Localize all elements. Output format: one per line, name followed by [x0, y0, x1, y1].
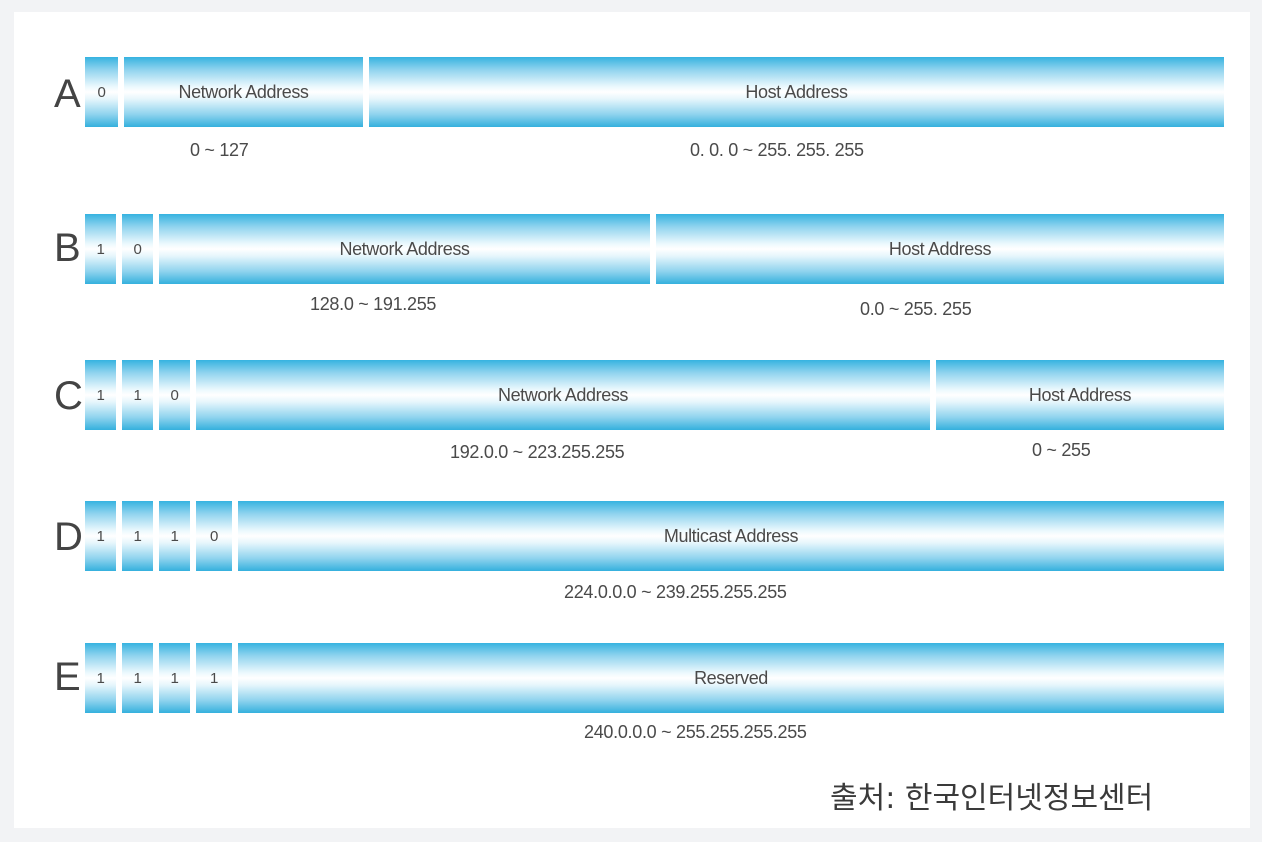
class-e-bit-4: 1: [196, 643, 232, 713]
source-caption: 출처: 한국인터넷정보센터: [830, 781, 1154, 816]
class-c-label: C: [54, 374, 83, 418]
class-a-network-range: 0 ~ 127: [190, 140, 249, 160]
class-a-host-range: 0. 0. 0 ~ 255. 255. 255: [690, 140, 864, 160]
class-c-bit-2: 1: [122, 360, 153, 430]
class-d-bit-4: 0: [196, 501, 232, 571]
class-b-host-range: 0.0 ~ 255. 255: [860, 299, 972, 319]
class-e-range: 240.0.0.0 ~ 255.255.255.255: [584, 722, 807, 742]
class-d-bit-1: 1: [85, 501, 116, 571]
class-b-bit-1: 1: [85, 214, 116, 284]
class-a-label: A: [54, 72, 81, 116]
class-e-bit-3: 1: [159, 643, 190, 713]
class-b-label: B: [54, 226, 81, 270]
diagram-card: A 0 Network Address Host Address 0 ~ 127…: [14, 12, 1250, 828]
class-e-label: E: [54, 655, 81, 699]
class-d-range: 224.0.0.0 ~ 239.255.255.255: [564, 582, 787, 602]
class-c-host-segment: Host Address: [936, 360, 1224, 430]
class-b-network-range: 128.0 ~ 191.255: [310, 294, 437, 314]
class-a-network-segment: Network Address: [124, 57, 363, 127]
class-d-multicast-segment: Multicast Address: [238, 501, 1224, 571]
class-c-host-range: 0 ~ 255: [1032, 440, 1091, 460]
class-c-bit-3: 0: [159, 360, 190, 430]
class-a-host-segment: Host Address: [369, 57, 1224, 127]
class-c-network-segment: Network Address: [196, 360, 930, 430]
class-e-bit-2: 1: [122, 643, 153, 713]
class-c-network-range: 192.0.0 ~ 223.255.255: [450, 442, 625, 462]
class-a-bit-1: 0: [85, 57, 118, 127]
class-e-bit-1: 1: [85, 643, 116, 713]
class-d-bit-2: 1: [122, 501, 153, 571]
class-d-bit-3: 1: [159, 501, 190, 571]
class-b-bit-2: 0: [122, 214, 153, 284]
class-e-reserved-segment: Reserved: [238, 643, 1224, 713]
class-b-host-segment: Host Address: [656, 214, 1224, 284]
class-b-network-segment: Network Address: [159, 214, 650, 284]
class-d-label: D: [54, 515, 83, 559]
class-c-bit-1: 1: [85, 360, 116, 430]
